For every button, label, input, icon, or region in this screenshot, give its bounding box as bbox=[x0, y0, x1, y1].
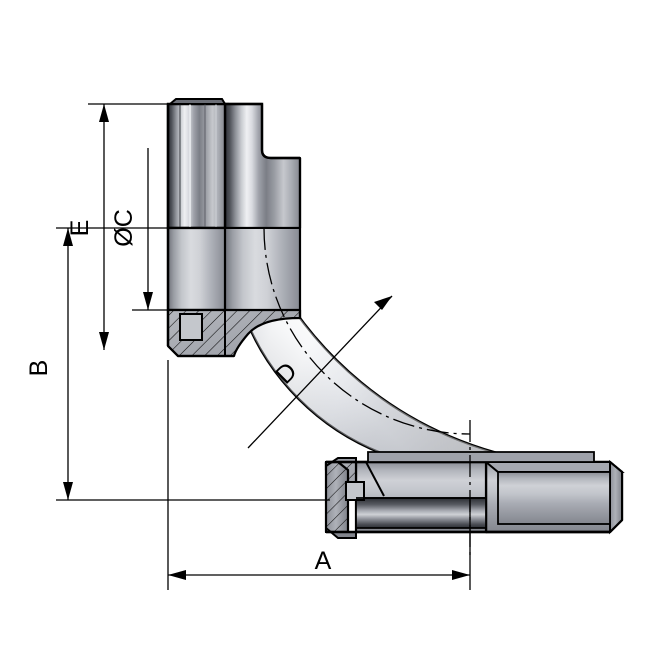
outlet-rim-block-hatch bbox=[326, 462, 348, 532]
inlet-flange-assembly bbox=[166, 98, 302, 358]
outlet-seal-groove bbox=[345, 481, 365, 501]
outlet-bore-interior bbox=[355, 497, 487, 529]
arrowhead-B-bottom bbox=[63, 482, 73, 500]
outlet-ferrule-right-endface bbox=[609, 459, 623, 535]
arrowhead-A-right bbox=[452, 570, 470, 580]
dimension-A bbox=[168, 570, 470, 580]
outlet-ferrule-right-topface bbox=[483, 461, 625, 473]
dimension-label-A: A bbox=[315, 547, 332, 575]
inlet-seal-groove bbox=[179, 313, 203, 341]
dimension-D bbox=[247, 295, 393, 449]
arrowhead-E-bottom bbox=[99, 332, 109, 350]
bend-outlet-junction bbox=[367, 451, 595, 463]
outlet-ferrule-right-body bbox=[497, 471, 611, 525]
outlet-flange-relief bbox=[365, 461, 385, 497]
dimension-B bbox=[63, 228, 73, 500]
arrowhead-B-top bbox=[63, 228, 73, 246]
dimension-label-E: E bbox=[66, 220, 94, 237]
dimension-C bbox=[143, 148, 153, 310]
dimension-label-C: ØC bbox=[110, 209, 138, 247]
inlet-shoulder-fillet bbox=[225, 102, 300, 160]
arrowhead-D bbox=[374, 296, 392, 310]
inlet-ferrule-sheen-lines bbox=[179, 104, 217, 228]
dimension-E bbox=[99, 104, 109, 350]
inlet-pipe-section-lower bbox=[224, 227, 301, 311]
outlet-flange-assembly bbox=[324, 457, 625, 539]
arrowhead-A-left bbox=[168, 570, 186, 580]
centerline-bend-arc bbox=[263, 227, 471, 435]
bend-highlight-band bbox=[228, 104, 594, 470]
arrowhead-C-bottom bbox=[143, 292, 153, 310]
extension-lines bbox=[56, 103, 471, 590]
inlet-flange-bottom-chamfer bbox=[167, 345, 234, 358]
dimension-label-B: B bbox=[25, 360, 53, 377]
leader-D bbox=[247, 295, 393, 449]
elbow-part-body bbox=[166, 98, 625, 539]
inlet-ferrule-top-chamfer bbox=[167, 98, 227, 105]
inlet-ferrule-lower bbox=[166, 226, 227, 312]
arrowhead-E-top bbox=[99, 104, 109, 122]
